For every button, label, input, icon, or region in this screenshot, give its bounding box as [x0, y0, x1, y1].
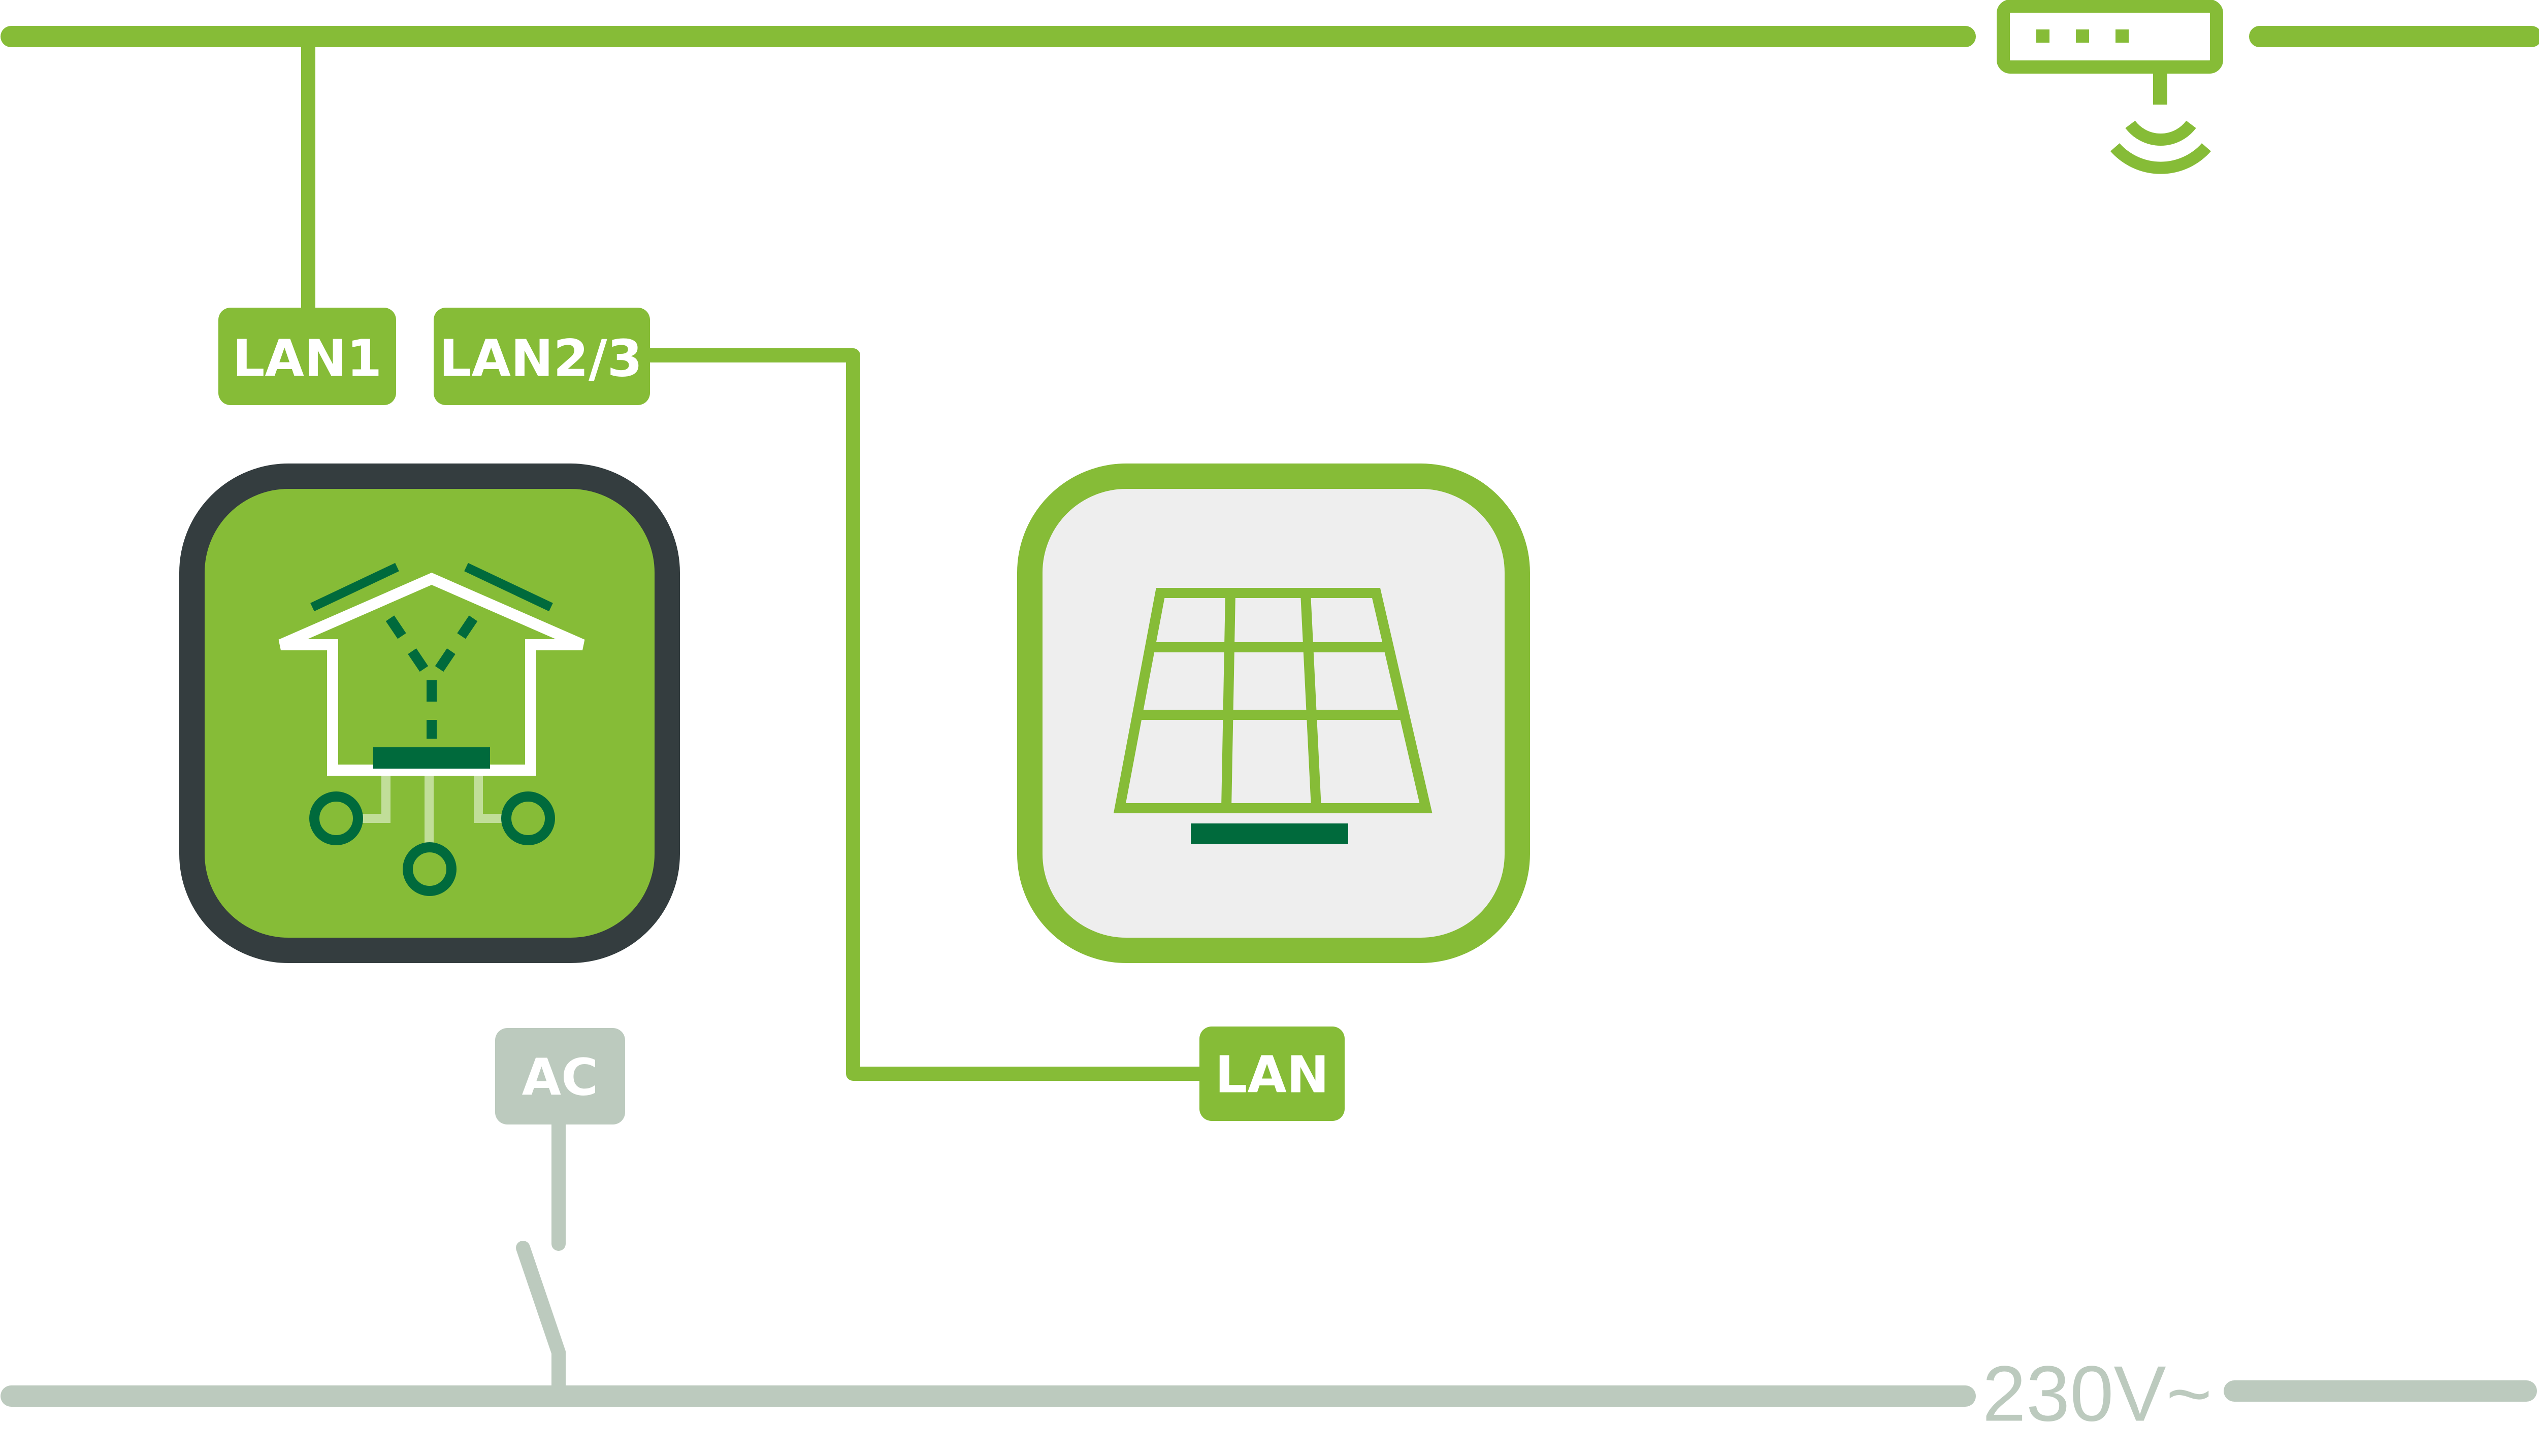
- lan-label: LAN: [1215, 1045, 1329, 1105]
- lan1-label: LAN1: [233, 329, 382, 388]
- lan1-badge: LAN1: [218, 308, 396, 405]
- lan23-badge: LAN2/3: [434, 308, 650, 405]
- solar-base-bar: [1191, 823, 1348, 844]
- power-switch-icon: [516, 1117, 566, 1398]
- wifi-icon: [2110, 120, 2211, 174]
- lan-badge: LAN: [1199, 1027, 1345, 1121]
- lan23-to-lan-cable: [650, 348, 1203, 1081]
- ac-badge: AC: [495, 1028, 625, 1124]
- solar-device: [1017, 464, 1530, 963]
- home-energy-manager-icon: [278, 562, 585, 896]
- home-energy-manager-device: [179, 464, 680, 963]
- lan23-label: LAN2/3: [439, 329, 643, 388]
- voltage-label: 230V~: [1982, 1350, 2212, 1438]
- ac-label: AC: [522, 1048, 599, 1107]
- power-bus: [1, 1380, 2537, 1407]
- solar-panel-icon: [1113, 588, 1433, 813]
- router-icon: [1997, 0, 2223, 105]
